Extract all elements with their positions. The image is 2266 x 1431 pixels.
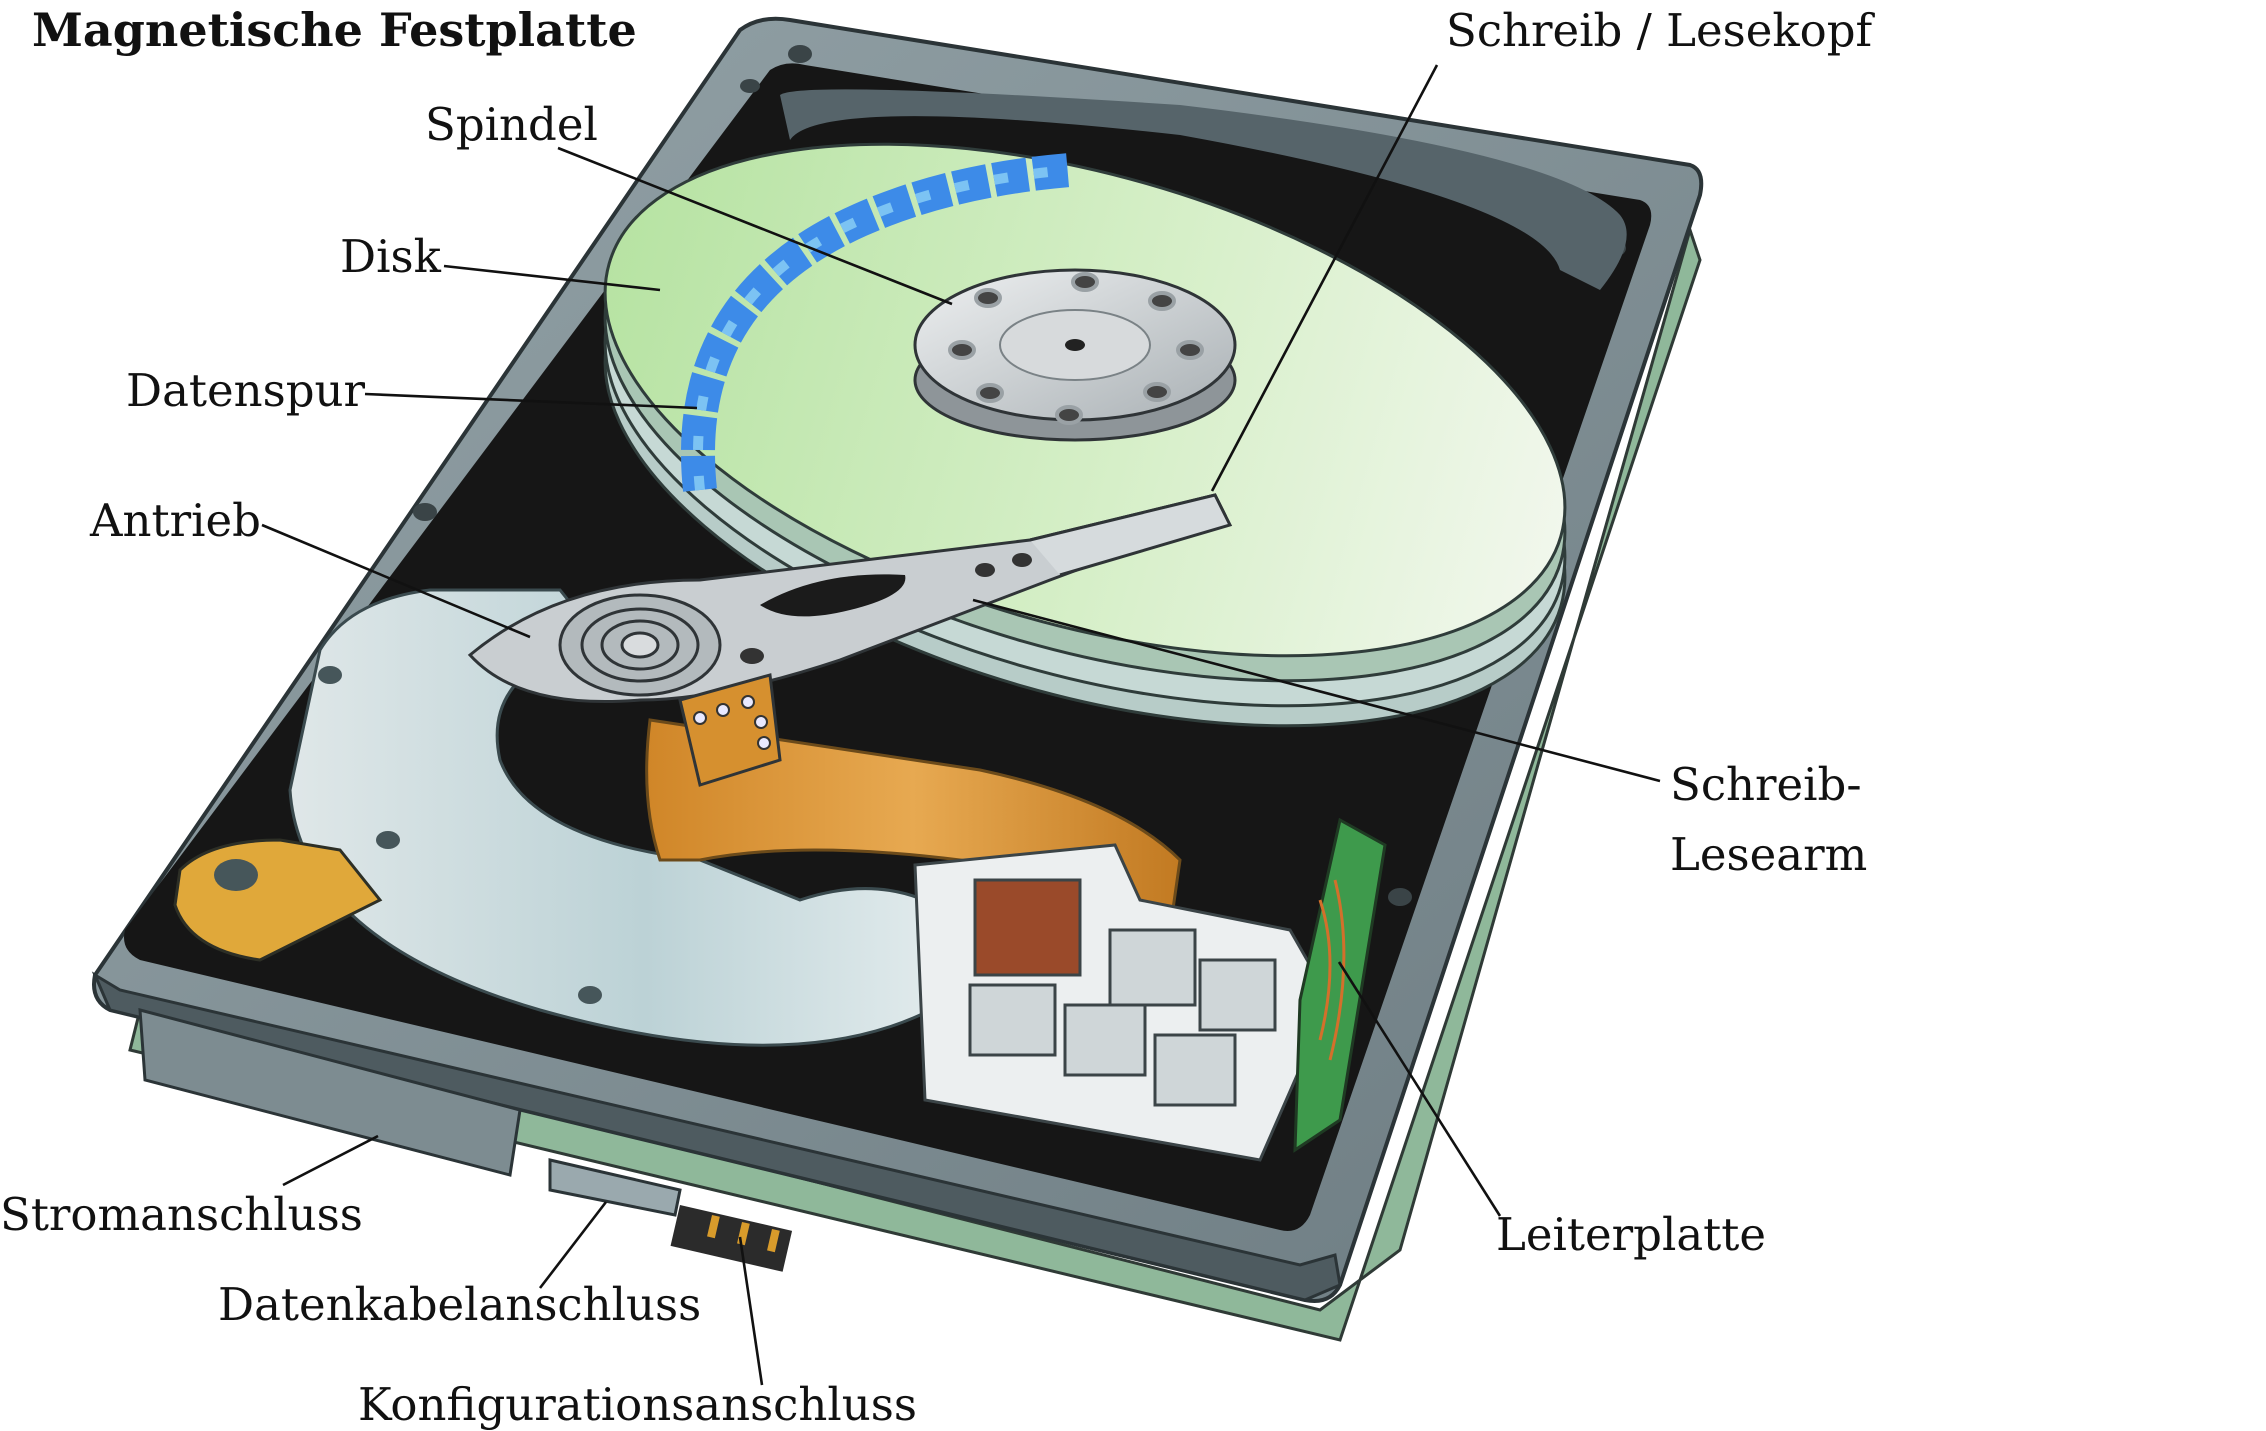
power-connector [138, 1008, 522, 1177]
data-track [681, 153, 1072, 492]
connector-box [913, 843, 1332, 1162]
circuit-board [1293, 817, 1387, 1153]
actuator-pivot [558, 593, 722, 697]
leader-antrieb [261, 523, 531, 639]
spindle-hub [913, 268, 1237, 442]
label-stromanschluss: Stromanschluss [0, 1188, 363, 1241]
label-leiterplatte: Leiterplatte [1496, 1208, 1766, 1261]
leader-leiterplatte [1337, 961, 1502, 1217]
labels: Magnetische Festplatte Spindel Disk Date… [0, 3, 1876, 1431]
leader-schreib-lesekopf [1210, 64, 1439, 492]
data-connector [548, 1158, 682, 1217]
label-schreib-lesekopf: Schreib / Lesekopf [1446, 4, 1876, 57]
config-connector [670, 1205, 793, 1272]
label-disk: Disk [340, 230, 442, 283]
label-schreib-lesearm-1: Schreib- [1670, 758, 1862, 811]
leader-datenkabelanschluss [538, 1201, 608, 1289]
arm-bracket [678, 673, 782, 787]
leader-konfigurationsanschluss [738, 1236, 764, 1386]
drive-illustration [91, 16, 1704, 1342]
leader-lines [261, 64, 1661, 1386]
leader-schreib-lesearm [972, 598, 1661, 783]
leader-spindel [557, 146, 953, 306]
label-konfigurationsanschluss: Konfigurationsanschluss [358, 1378, 917, 1431]
label-spindel: Spindel [425, 98, 598, 151]
leader-disk [443, 264, 661, 292]
diagram-title: Magnetische Festplatte [32, 3, 637, 57]
label-schreib-lesearm-2: Lesearm [1670, 828, 1867, 881]
leader-stromanschluss [282, 1134, 379, 1187]
label-datenspur: Datenspur [126, 364, 365, 417]
label-datenkabelanschluss: Datenkabelanschluss [218, 1278, 701, 1331]
label-antrieb: Antrieb [89, 494, 261, 547]
cover-flange [780, 89, 1627, 290]
leader-datenspur [364, 392, 698, 410]
